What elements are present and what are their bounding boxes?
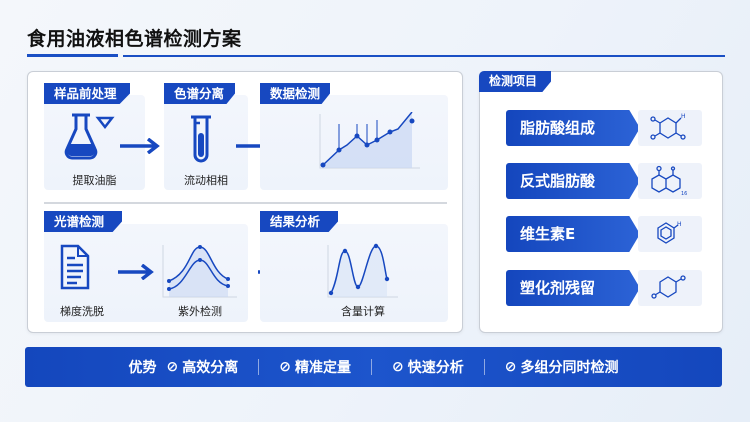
separator (483, 359, 485, 375)
wave-chart-icon (327, 243, 398, 298)
step-tag: 结果分析 (260, 211, 338, 232)
test-item-plasticizer: 塑化剂残留 (506, 270, 640, 306)
advantage-text: 精准定量 (295, 360, 351, 376)
divider (44, 202, 447, 204)
step-tag: 色谱分离 (164, 83, 235, 104)
step-caption: 紫外检测 (178, 305, 222, 318)
molecule-icon: 16 (651, 165, 687, 197)
advantage-text: 快速分析 (407, 360, 464, 376)
line-chart-icon (319, 112, 420, 169)
test-item-fatty-acid: 脂肪酸组成 (506, 110, 640, 146)
check-circle-icon: ⊘ (279, 359, 291, 375)
chem-box (638, 110, 702, 146)
molecule-icon (651, 275, 686, 299)
advantages-label: 优势 (128, 360, 157, 376)
separator (258, 359, 260, 375)
svg-text:H: H (681, 113, 686, 120)
advantage-item: ⊘多组分同时检测 (505, 357, 619, 377)
test-item-trans-fat: 反式脂肪酸 (506, 163, 640, 199)
advantage-text: 高效分离 (182, 360, 239, 376)
advantages-bar: 优势 ⊘高效分离 ⊘精准定量 ⊘快速分析 ⊘多组分同时检测 (25, 347, 722, 387)
document-icon (60, 244, 90, 290)
molecule-icon: H (650, 113, 686, 140)
test-items-header: 检测项目 (479, 71, 551, 92)
flask-icon (64, 113, 115, 160)
title-underline-accent (27, 54, 118, 57)
advantage-item: ⊘快速分析 (392, 357, 464, 377)
step-tag: 数据检测 (260, 83, 330, 104)
arrow-right-icon (120, 138, 160, 154)
svg-text:16: 16 (681, 191, 687, 197)
advantage-text: 多组分同时检测 (520, 360, 619, 376)
benzene-icon: H (657, 221, 682, 244)
chem-box (638, 163, 702, 199)
step-tag: 光谱检测 (44, 211, 122, 232)
arrow-right-icon (118, 264, 154, 280)
chem-box (638, 270, 702, 306)
advantage-item: ⊘精准定量 (279, 357, 351, 377)
step-card-result-analysis (260, 224, 448, 322)
test-item-vitamin-e: 维生素E (506, 216, 640, 252)
step-tag: 样品前处理 (44, 83, 130, 104)
page-title: 食用油液相色谱检测方案 (27, 28, 242, 50)
check-circle-icon: ⊘ (166, 359, 179, 375)
svg-text:H: H (677, 221, 682, 228)
title-underline (123, 55, 725, 57)
step-caption: 梯度洗脱 (60, 305, 104, 318)
advantage-item: ⊘高效分离 (167, 357, 239, 377)
separator (371, 359, 372, 375)
peak-chart-icon (162, 245, 237, 298)
step-caption: 流动相相 (184, 174, 228, 187)
test-tube-icon (191, 115, 211, 163)
step-caption: 提取油脂 (72, 174, 117, 187)
step-card-sample-prep (44, 95, 145, 190)
check-circle-icon: ⊘ (504, 359, 517, 375)
step-caption: 含量计算 (341, 305, 385, 318)
chem-box (638, 216, 702, 252)
check-circle-icon: ⊘ (392, 359, 404, 375)
